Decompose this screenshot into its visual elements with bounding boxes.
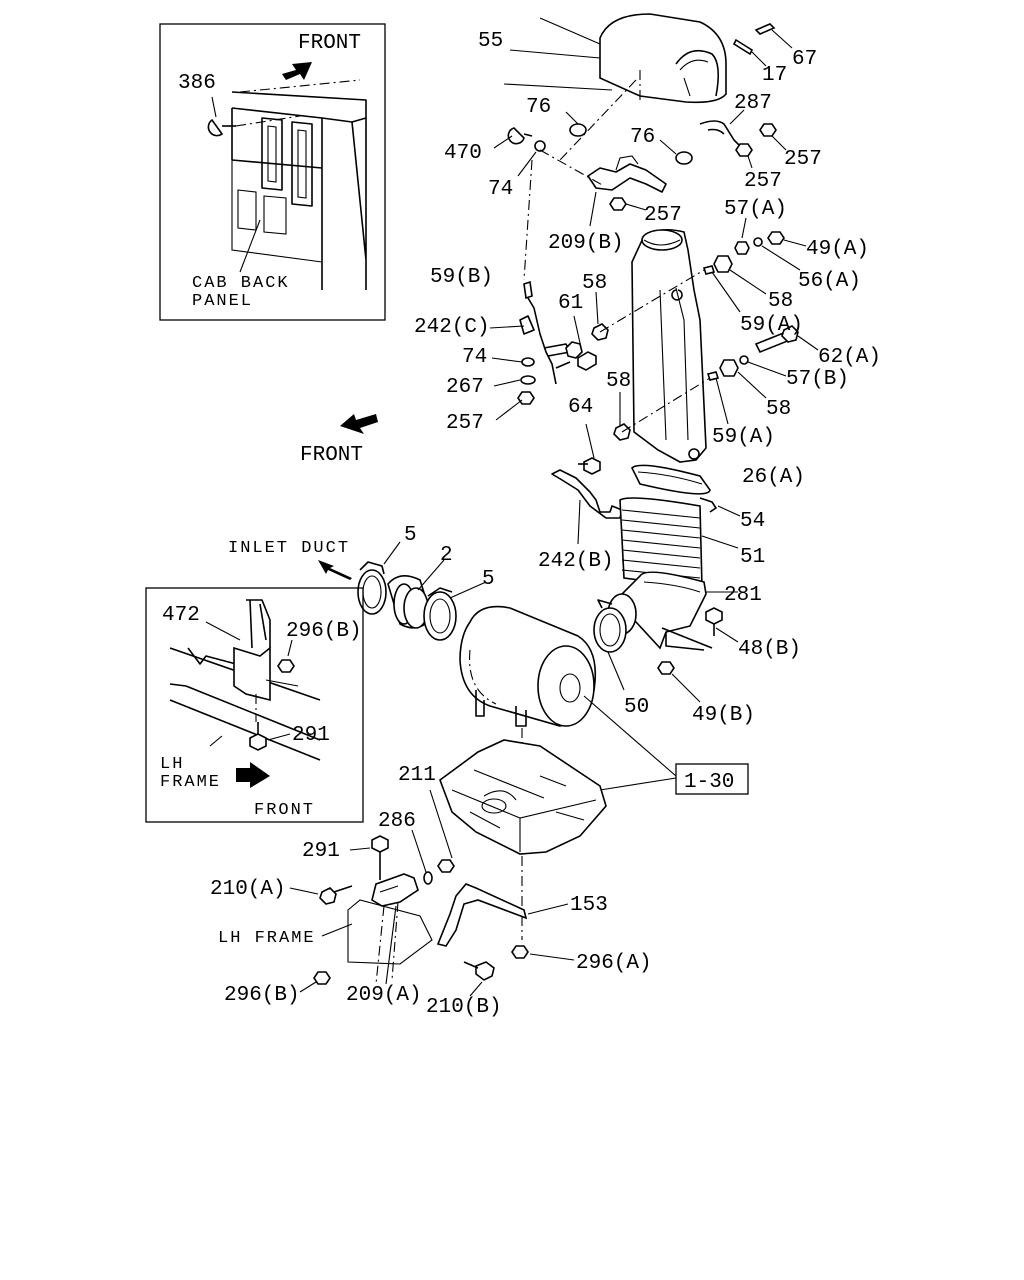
label-74a: 74: [488, 178, 513, 201]
label-26a: 26(A): [742, 466, 805, 489]
label-lh-frame: LH FRAME: [218, 929, 316, 948]
label-58c: 58: [606, 370, 631, 393]
label-inlet-duct: INLET DUCT: [228, 539, 350, 558]
inset-cab-back-panel: [159, 23, 386, 321]
label-281: 281: [724, 584, 762, 607]
inset-lh-frame: [145, 587, 364, 823]
hose-and-elbow: [593, 464, 741, 703]
inlet-arrow-icon: [318, 560, 352, 580]
label-257a: 257: [784, 148, 822, 171]
label-291b: 291: [302, 840, 340, 863]
label-291a: 291: [292, 724, 330, 747]
label-153: 153: [570, 894, 608, 917]
label-49a: 49(A): [806, 238, 869, 261]
label-287: 287: [734, 92, 772, 115]
label-57b: 57(B): [786, 368, 849, 391]
label-5b: 5: [482, 568, 495, 591]
label-67: 67: [792, 48, 817, 71]
label-frame: FRAME: [160, 773, 221, 792]
label-58d: 58: [766, 398, 791, 421]
label-242c: 242(C): [414, 316, 490, 339]
label-front-inset2: FRONT: [254, 801, 315, 820]
label-61: 61: [558, 292, 583, 315]
label-210b: 210(B): [426, 996, 502, 1019]
label-211: 211: [398, 764, 436, 787]
label-470: 470: [444, 142, 482, 165]
label-59b: 59(B): [430, 266, 493, 289]
label-17: 17: [762, 64, 787, 87]
label-286: 286: [378, 810, 416, 833]
label-1-30: 1-30: [684, 771, 734, 794]
label-257b: 257: [744, 170, 782, 193]
label-59a2: 59(A): [712, 426, 775, 449]
label-51: 51: [740, 546, 765, 569]
label-242b: 242(B): [538, 550, 614, 573]
label-267: 267: [446, 376, 484, 399]
rain-cap-assembly: [493, 13, 793, 281]
front-arrow-icon: [340, 414, 378, 434]
label-76a: 76: [526, 96, 551, 119]
label-74b: 74: [462, 346, 487, 369]
mounting-tray: [289, 739, 607, 997]
label-257d: 257: [446, 412, 484, 435]
label-49b: 49(B): [692, 704, 755, 727]
label-55: 55: [478, 30, 503, 53]
label-62a: 62(A): [818, 346, 881, 369]
label-56a: 56(A): [798, 270, 861, 293]
label-210a: 210(A): [210, 878, 286, 901]
label-cab-back: CAB BACK: [192, 274, 290, 293]
label-57a: 57(A): [724, 198, 787, 221]
bracket-242c: [340, 280, 597, 434]
air-cleaner-body: [459, 605, 677, 840]
label-59a1: 59(A): [740, 314, 803, 337]
label-64: 64: [568, 396, 593, 419]
front-arrow-icon: [282, 62, 312, 80]
label-296b1: 296(B): [286, 620, 362, 643]
label-front-mid: FRONT: [300, 444, 363, 467]
inlet-hose-clamps: [318, 541, 487, 641]
label-209a: 209(A): [346, 984, 422, 1007]
label-58b: 58: [768, 290, 793, 313]
label-50: 50: [624, 696, 649, 719]
label-lh: LH: [160, 755, 184, 774]
label-209b: 209(B): [548, 232, 624, 255]
label-296a: 296(A): [576, 952, 652, 975]
label-5a: 5: [404, 524, 417, 547]
label-472: 472: [162, 604, 200, 627]
label-48b: 48(B): [738, 638, 801, 661]
label-panel: PANEL: [192, 292, 253, 311]
label-54: 54: [740, 510, 765, 533]
label-58a: 58: [582, 272, 607, 295]
callout-1-30: 1-30: [675, 763, 749, 795]
label-front-inset: FRONT: [298, 32, 361, 55]
label-296b2: 296(B): [224, 984, 300, 1007]
label-76b: 76: [630, 126, 655, 149]
label-257c: 257: [644, 204, 682, 227]
front-arrow-icon: [236, 762, 270, 788]
bracket-242b: [551, 423, 623, 545]
label-2: 2: [440, 544, 453, 567]
intake-duct-assembly: [591, 217, 819, 463]
label-386: 386: [178, 72, 216, 95]
